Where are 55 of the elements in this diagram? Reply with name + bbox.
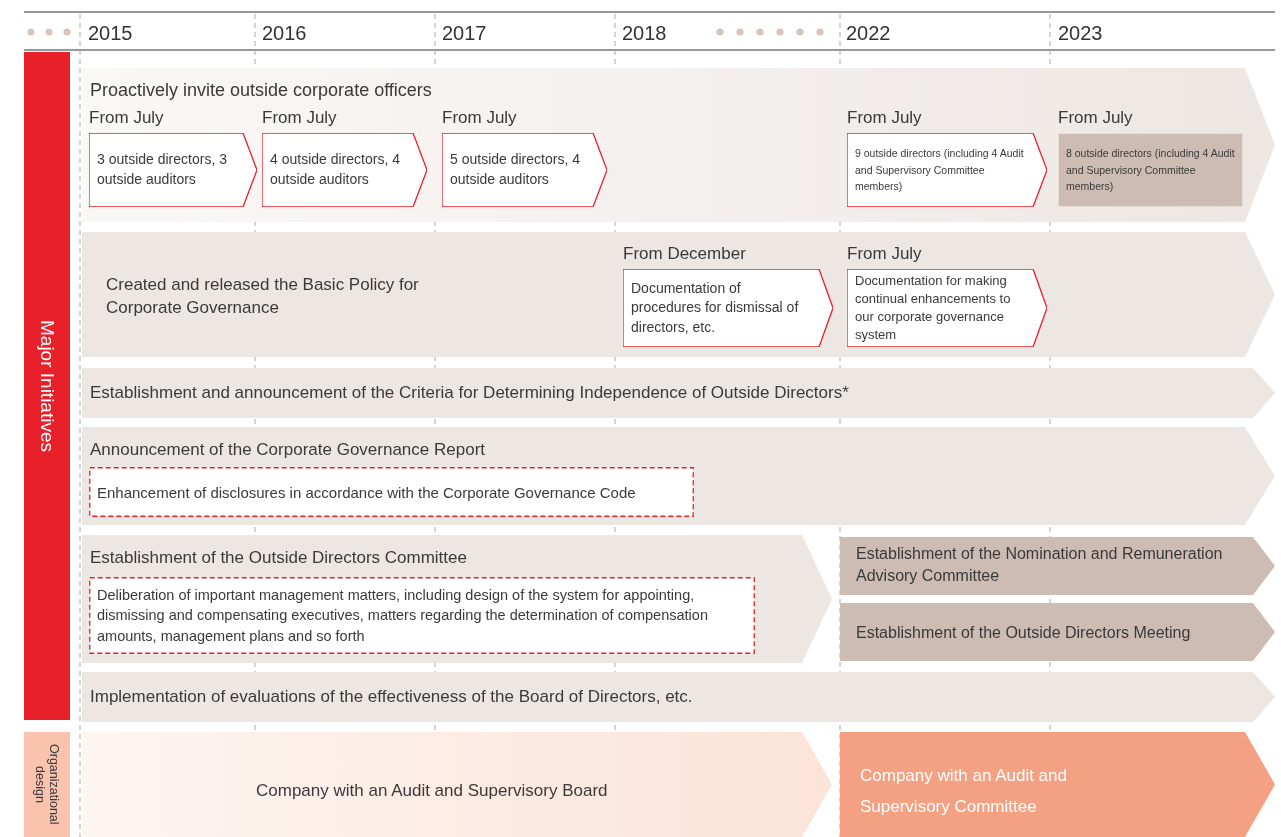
chevron-box — [442, 133, 607, 207]
timeline-band — [82, 68, 1275, 222]
band-text: Implementation of evaluations of the effectiveness of the Board of Directors, etc. — [90, 686, 693, 708]
date-label: From July — [262, 108, 337, 128]
date-label: From July — [1058, 108, 1133, 128]
year-label: 2017 — [442, 22, 487, 45]
side-bar — [24, 732, 70, 837]
year-label: 2015 — [88, 22, 133, 45]
date-label: From December — [623, 244, 746, 264]
side-bar-title: Major Initiatives — [36, 320, 58, 452]
side-bar — [24, 52, 70, 720]
band-text: Created and released the Basic Policy for Corporate Governance — [106, 274, 420, 319]
date-label: From July — [442, 108, 517, 128]
box-text: Documentation for making continual enhancements to our corporate governance system — [855, 271, 1012, 345]
chevron-box — [262, 133, 427, 207]
chevron-box — [623, 269, 833, 347]
timeline-band — [82, 368, 1275, 418]
date-label: From July — [847, 244, 922, 264]
band-text: Proactively invite outside corporate officers — [90, 79, 432, 102]
timeline-band — [82, 672, 1275, 722]
timeline-band — [82, 732, 832, 837]
band-text: Announcement of the Corporate Governance Report — [90, 439, 486, 461]
milestone-box — [1058, 133, 1243, 207]
box-text: Deliberation of important management matters, including design of the system for appointing, dismissing and compensating executives, matters regarding the determination of compensation amounts, management plans and so forth — [97, 586, 709, 646]
timeline-band — [82, 427, 1275, 525]
band-text: Establishment of the Outside Directors Committee — [90, 547, 467, 569]
box-text: Enhancement of disclosures in accordance with the Corporate Governance Code — [97, 482, 636, 503]
year-label: 2018 — [622, 22, 667, 45]
dashed-box — [89, 577, 755, 654]
band-text: Company with an Audit and Supervisory Committee — [860, 765, 1068, 819]
band-text: Establishment and announcement of the Criteria for Determining Independence of Outside Directors* — [90, 382, 849, 404]
chevron-box — [89, 133, 257, 207]
year-label: 2023 — [1058, 22, 1103, 45]
band-text: Establishment of the Nomination and Remuneration Advisory Committee — [856, 544, 1224, 586]
year-label: 2022 — [846, 22, 891, 45]
band-text: Establishment of the Outside Directors Meeting — [856, 623, 1191, 643]
timeline-band — [82, 535, 832, 663]
date-label: From July — [89, 108, 164, 128]
timeline-band — [840, 603, 1275, 661]
box-text: 8 outside directors (including 4 Audit and Supervisory Committee members) — [1066, 145, 1236, 195]
box-text: Documentation of procedures for dismissal of directors, etc. — [631, 278, 800, 337]
year-label: 2016 — [262, 22, 307, 45]
dashed-box — [89, 467, 694, 517]
box-text: 9 outside directors (including 4 Audit and Supervisory Committee members) — [855, 145, 1025, 195]
box-text: 3 outside directors, 3 outside auditors — [97, 150, 228, 189]
chevron-box — [847, 269, 1047, 347]
side-bar-title: Organizational design — [32, 743, 62, 827]
timeline-band — [82, 232, 1275, 357]
timeline-band — [840, 537, 1275, 595]
box-text: 4 outside directors, 4 outside auditors — [270, 150, 401, 189]
band-text: Company with an Audit and Supervisory Board — [256, 780, 608, 802]
chevron-box — [847, 133, 1047, 207]
timeline-band — [840, 732, 1275, 837]
date-label: From July — [847, 108, 922, 128]
box-text: 5 outside directors, 4 outside auditors — [450, 150, 581, 189]
